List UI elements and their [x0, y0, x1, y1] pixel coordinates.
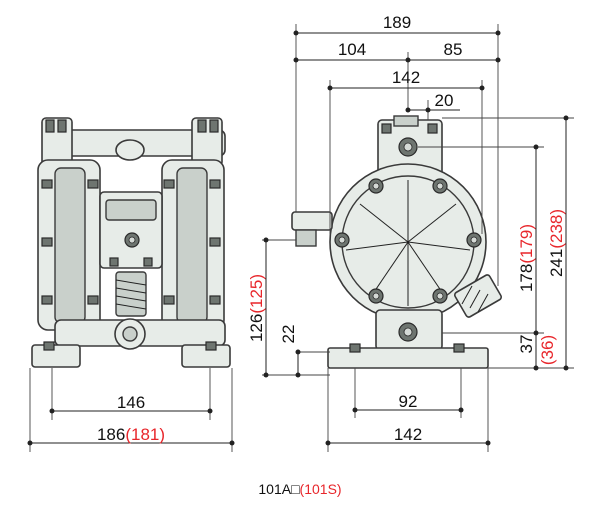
base-width-label: 142 — [394, 425, 422, 444]
front-view-pump — [31, 117, 231, 368]
total-height-label: 241(238) — [547, 209, 566, 277]
overall-width-label: 189 — [383, 13, 411, 32]
inlet-height-value: 126 — [247, 314, 266, 342]
model-caption: 101A□(101S) — [0, 481, 600, 497]
caption-open-paren: ( — [299, 481, 305, 497]
model-variant: 101S — [304, 481, 337, 497]
right-offset-label: 85 — [444, 40, 463, 59]
side-view-pump — [291, 115, 503, 369]
outlet-height-alt: (179) — [517, 224, 536, 264]
front-inner-width-label: 146 — [117, 393, 145, 412]
front-outer-width-alt: (181) — [125, 425, 165, 444]
side-muffler — [453, 274, 503, 318]
foot-width-label: 92 — [399, 392, 418, 411]
discharge-height-alt: (36) — [538, 335, 557, 365]
caption-close-paren: ) — [336, 481, 342, 497]
total-height-value: 241 — [547, 249, 566, 277]
inlet-height-alt: (125) — [247, 274, 266, 314]
outlet-height-value: 178 — [517, 264, 536, 292]
total-height-alt: (238) — [547, 209, 566, 249]
front-outer-width-label: 186(181) — [97, 425, 165, 444]
inlet-height-label: 126(125) — [247, 274, 266, 342]
discharge-height-label: 37 — [517, 335, 536, 354]
side-view-dimensions — [262, 24, 574, 452]
model-name: 101A□ — [258, 481, 300, 497]
base-height-label: 22 — [279, 325, 298, 344]
muffler-spring — [115, 271, 147, 317]
left-offset-label: 104 — [338, 40, 366, 59]
front-outer-width-value: 186 — [97, 425, 125, 444]
front-view-dimensions — [27, 368, 235, 452]
inlet-offset-label: 20 — [435, 91, 454, 110]
body-width-label: 142 — [392, 68, 420, 87]
outlet-height-label: 178(179) — [517, 224, 536, 292]
